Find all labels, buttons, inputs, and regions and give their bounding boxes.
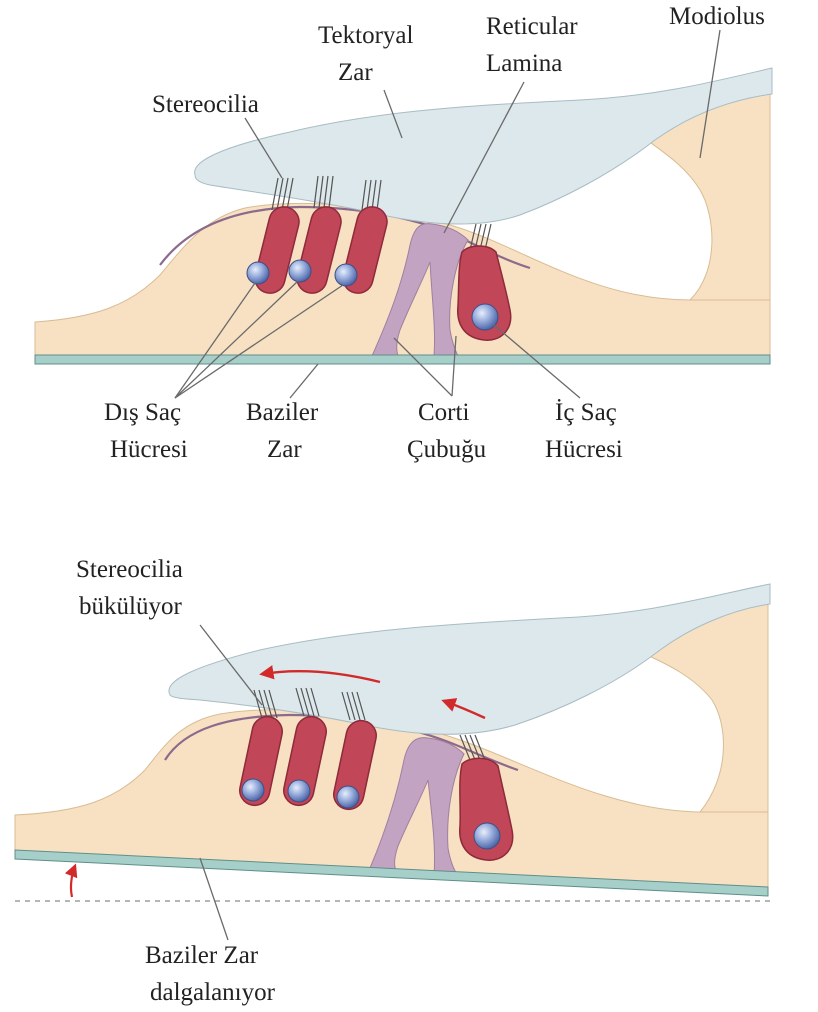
label-corti-cubugu: Çubuğu [407,436,487,463]
label-dis-sac: Dış Saç [104,399,181,426]
leader-baziler-wave [200,858,228,940]
label-modiolus: Modiolus [669,3,765,30]
label-dis-sac-hucresi: Hücresi [110,436,188,463]
label-tektoryal-zar: Zar [338,59,373,86]
bottom-panel: Stereocilia bükülüyor Baziler Zar dalgal… [15,556,770,1006]
label-ic-sac-hucresi: Hücresi [545,436,623,463]
top-nucleus-2 [289,260,311,282]
label-stereocilia: Stereocilia [152,91,259,118]
label-stereocilia-bent: Stereocilia [76,556,183,583]
bottom-nucleus-1 [242,779,264,801]
bottom-nucleus-inner [474,823,500,849]
bottom-nucleus-2 [288,780,310,802]
label-bukuluyor: bükülüyor [79,593,182,620]
top-nucleus-inner [472,304,498,330]
arrow-basilar-up [71,866,75,897]
label-baziler-zar-bottom: Baziler Zar [145,942,259,969]
label-tektoryal: Tektoryal [318,22,413,49]
top-nucleus-3 [335,264,357,286]
label-baziler: Baziler [246,399,319,426]
label-baziler-zar: Zar [267,436,302,463]
label-reticular-lamina: Lamina [486,50,562,77]
label-reticular: Reticular [486,13,578,40]
label-ic-sac: İç Saç [555,399,617,426]
label-dalgalaniyor: dalgalanıyor [150,979,276,1006]
leader-baziler [290,364,318,398]
top-panel: Tektoryal Zar Reticular Lamina Modiolus … [35,3,772,463]
top-nucleus-1 [247,262,269,284]
bottom-nucleus-3 [337,786,359,808]
top-basilar-membrane [35,355,770,364]
label-corti: Corti [418,399,469,426]
